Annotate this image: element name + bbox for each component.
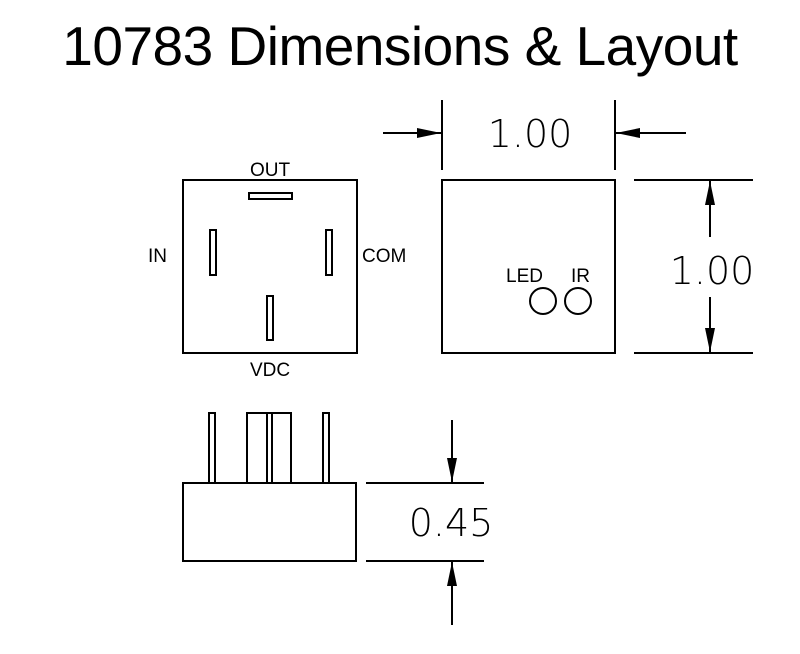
height-dimension: 1.00	[670, 249, 755, 293]
top-view-body	[182, 179, 358, 354]
pin-in-slot	[209, 229, 217, 276]
page-title: 10783 Dimensions & Layout	[62, 15, 738, 77]
width-dimension: 1.00	[488, 112, 573, 156]
side-pin	[246, 412, 268, 484]
pin-label-in: IN	[148, 246, 167, 267]
pin-vdc-slot	[266, 295, 274, 341]
side-pin	[208, 412, 216, 484]
side-view-body	[182, 482, 357, 562]
led-circle	[529, 287, 557, 315]
led-label: LED	[506, 266, 543, 287]
pin-label-vdc: VDC	[250, 360, 290, 381]
pin-label-com: COM	[362, 246, 406, 267]
front-view-body	[441, 179, 616, 354]
pin-label-out: OUT	[250, 160, 291, 181]
ir-label: IR	[571, 266, 590, 287]
side-pin	[271, 412, 292, 484]
depth-dimension: 0.45	[409, 501, 494, 545]
side-pin	[322, 412, 330, 484]
pin-com-slot	[325, 229, 333, 276]
pin-out-slot	[248, 192, 293, 200]
ir-circle	[564, 287, 592, 315]
